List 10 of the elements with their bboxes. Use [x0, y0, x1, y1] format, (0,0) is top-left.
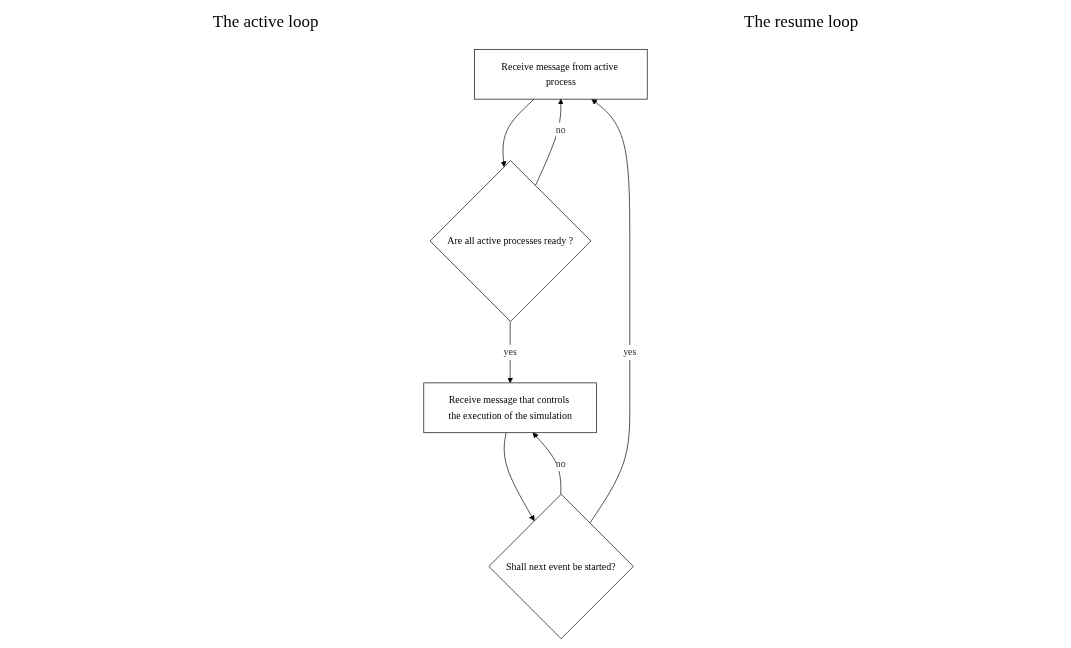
edge-label: yes: [623, 346, 637, 358]
edge-label: no: [555, 124, 566, 136]
node-box: Receive message from active process: [474, 49, 648, 100]
edge-label: yes: [503, 346, 517, 358]
loop-heading: The resume loop: [744, 12, 859, 32]
node-diamond: Are all active processes ready ?: [429, 160, 592, 322]
node-diamond: Shall next event be started?: [488, 493, 634, 639]
node-box: Receive message that controls the execution of the simulation: [423, 382, 597, 434]
edge-label: no: [555, 457, 566, 469]
loop-heading: The active loop: [212, 12, 319, 32]
